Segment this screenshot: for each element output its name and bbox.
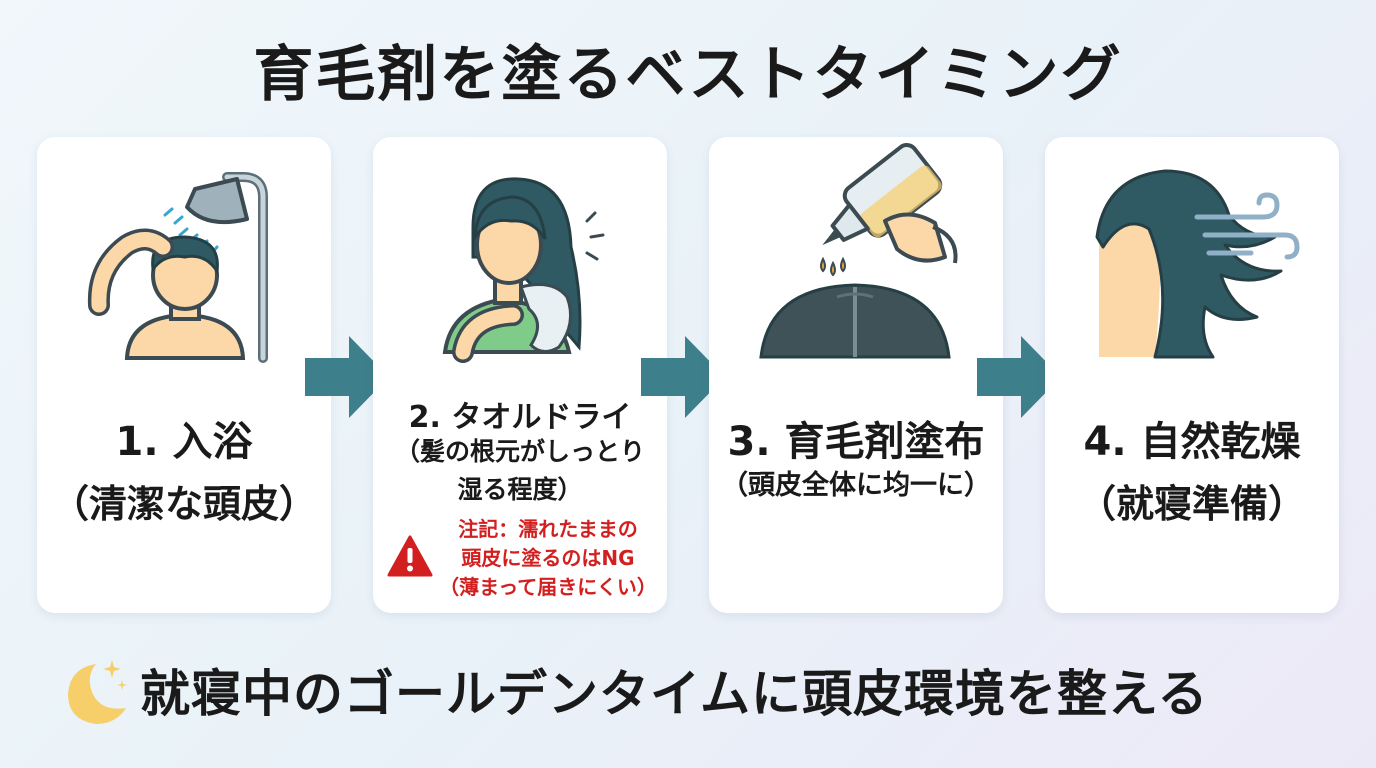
right-arrow-icon bbox=[641, 336, 725, 418]
page-title: 育毛剤を塗るベストタイミング bbox=[253, 40, 1123, 110]
warning-line-2: 頭皮に塗るのはNG bbox=[461, 546, 635, 570]
moon-stars-icon bbox=[68, 660, 127, 724]
applicator-bottle-icon bbox=[759, 143, 958, 359]
step-1-sub: （清潔な頭皮） bbox=[50, 482, 317, 526]
step-4-label: 4. 自然乾燥 bbox=[1083, 419, 1301, 465]
step-card-2: 2. タオルドライ （髪の根元がしっとり湿る程度） 注記：濡れたままの 頭皮に塗… bbox=[373, 137, 667, 613]
warning-line-3: （薄まって届きにくい） bbox=[439, 575, 657, 599]
towel-dry-icon bbox=[442, 177, 605, 363]
wind-dry-icon bbox=[1095, 169, 1300, 359]
right-arrow-icon bbox=[977, 336, 1061, 418]
step-2-label: 2. タオルドライ bbox=[408, 400, 632, 435]
step-card-4: 4. 自然乾燥 （就寝準備） bbox=[1045, 137, 1339, 613]
warning-note: 注記：濡れたままの 頭皮に塗るのはNG （薄まって届きにくい） bbox=[387, 515, 657, 607]
step-1-label: 1. 入浴 bbox=[115, 419, 253, 465]
warning-line-1: 注記：濡れたままの bbox=[458, 517, 638, 541]
footer-text: 就寝中のゴールデンタイムに頭皮環境を整える bbox=[140, 665, 1209, 723]
footer-banner: 就寝中のゴールデンタイムに頭皮環境を整える bbox=[56, 648, 1326, 728]
step-card-3: 3. 育毛剤塗布 （頭皮全体に均一に） bbox=[709, 137, 1003, 613]
right-arrow-icon bbox=[305, 336, 389, 418]
step-3-label: 3. 育毛剤塗布 bbox=[727, 419, 985, 465]
step-2-sub: （髪の根元がしっとり湿る程度） bbox=[394, 437, 645, 504]
step-card-1: 1. 入浴 （清潔な頭皮） bbox=[37, 137, 331, 613]
step-3-sub: （頭皮全体に均一に） bbox=[721, 470, 991, 501]
shower-icon bbox=[87, 172, 268, 363]
warning-triangle-icon bbox=[387, 535, 433, 577]
step-4-sub: （就寝準備） bbox=[1077, 482, 1306, 526]
